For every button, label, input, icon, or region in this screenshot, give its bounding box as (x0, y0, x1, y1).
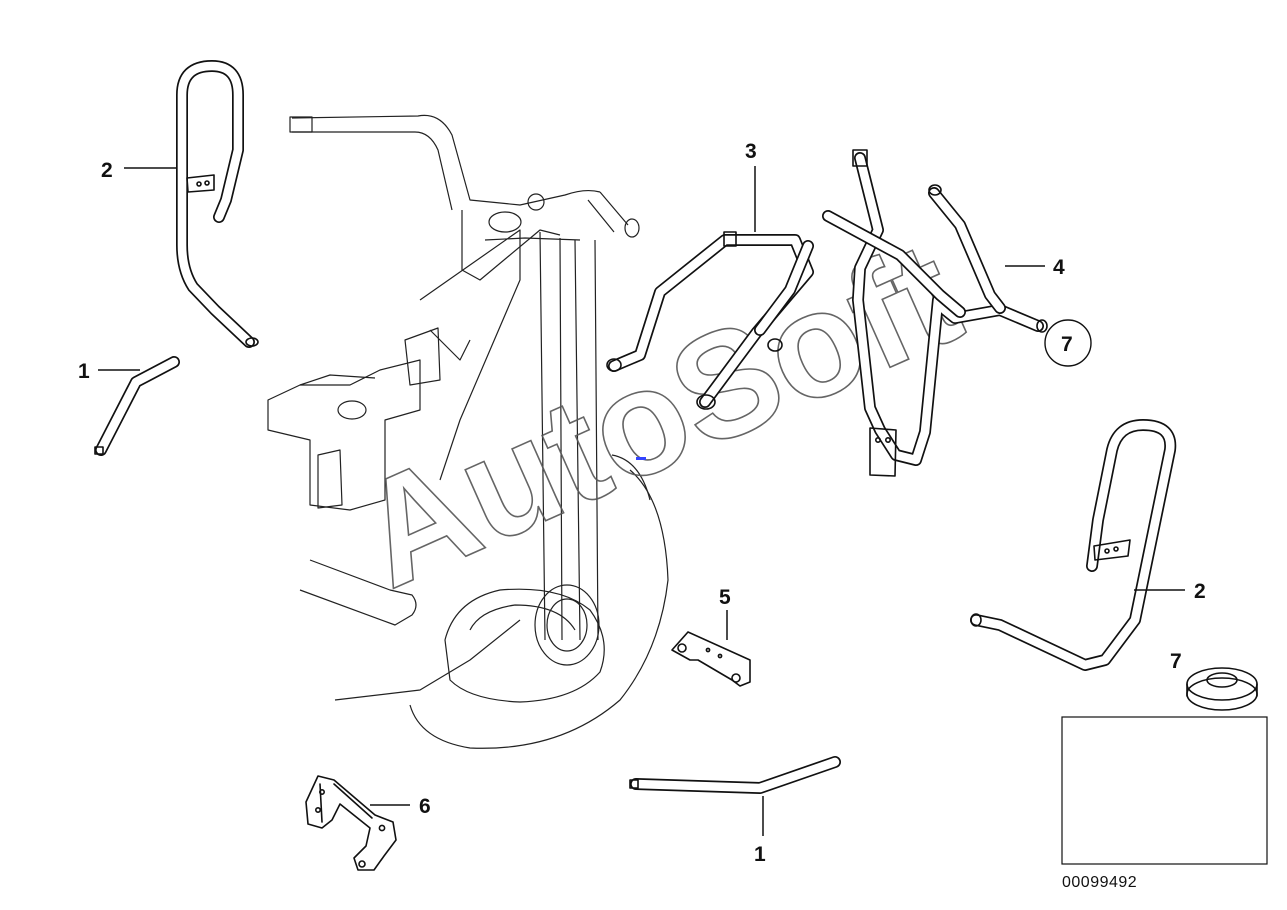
leader-lines (98, 166, 1185, 836)
part-2-crash-bar-right (970, 419, 1177, 671)
part-5-small-bracket (671, 631, 751, 687)
callout-1-left: 1 (78, 360, 90, 383)
part-2-crash-bar-left (176, 60, 259, 348)
callout-3: 3 (745, 140, 757, 163)
reference-box (1061, 716, 1268, 865)
motorcycle-front-outline (267, 114, 669, 749)
drawing-number: 00099492 (1062, 874, 1137, 891)
callout-2-left: 2 (101, 159, 113, 182)
callout-1-bottom: 1 (754, 843, 766, 866)
marker-dot (636, 457, 646, 460)
part-7-grommet (1186, 667, 1258, 711)
callout-4: 4 (1053, 256, 1065, 279)
callout-7-grommet: 7 (1170, 650, 1182, 673)
part-7-callout-circle (1044, 319, 1092, 367)
callout-labels: 1 2 3 4 7 2 5 7 6 1 (78, 140, 1206, 866)
watermark-text: AutoSoft (335, 208, 982, 619)
part-1-rod-long (629, 756, 841, 794)
part-1-rod-small (94, 356, 180, 456)
callout-7-circled: 7 (1061, 333, 1073, 356)
callout-2-right: 2 (1194, 580, 1206, 603)
callout-5: 5 (719, 586, 731, 609)
part-4-frame-assembly (822, 149, 1048, 477)
callout-6: 6 (419, 795, 431, 818)
part-3-bracket (606, 231, 814, 410)
part-6-mount-bracket (305, 775, 397, 871)
